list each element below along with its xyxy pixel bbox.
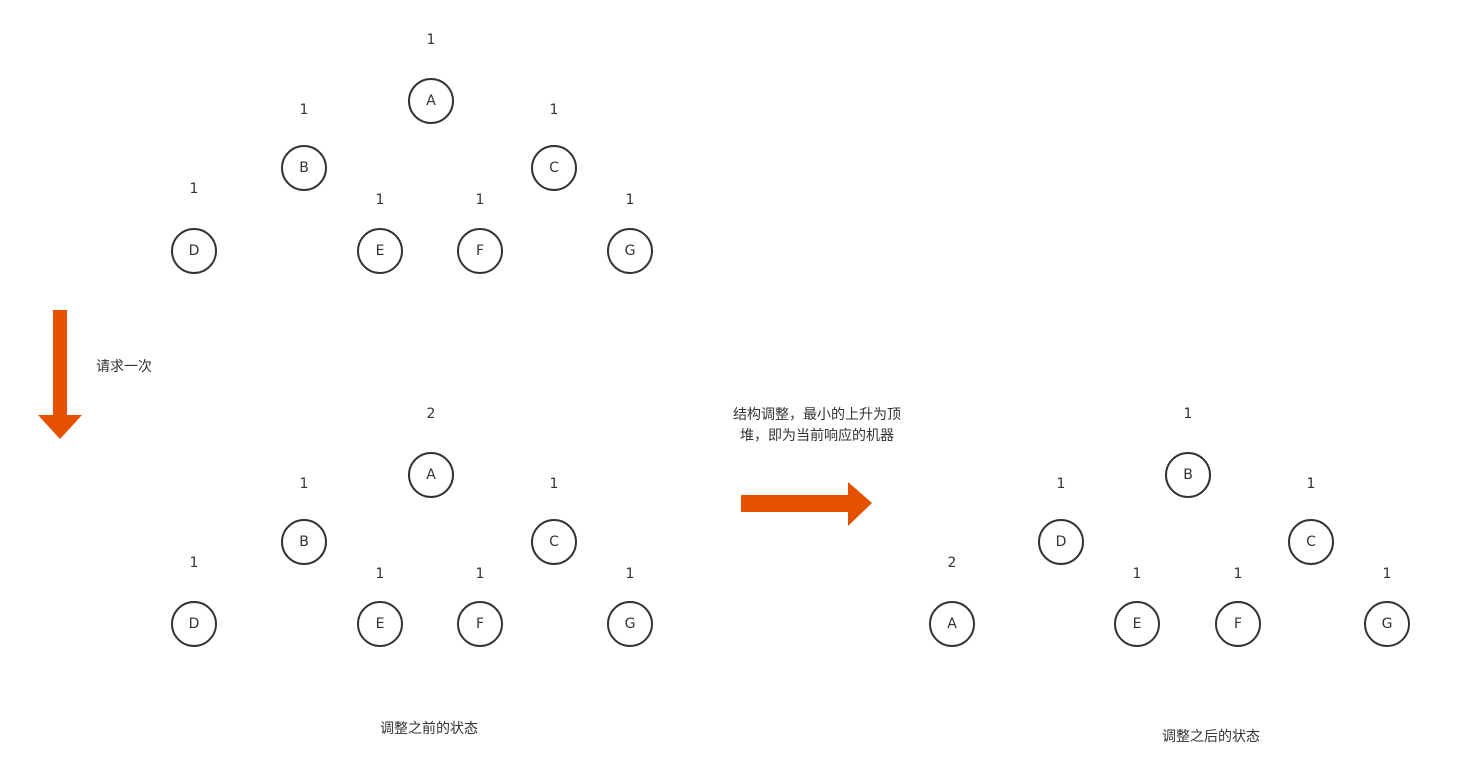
weight-label: 1: [189, 555, 199, 571]
tree-node: F: [457, 228, 503, 274]
weight-label: 1: [475, 566, 485, 582]
tree-node: C: [1288, 519, 1334, 565]
weight-label: 1: [1056, 476, 1066, 492]
tree-node: D: [171, 228, 217, 274]
weight-label: 1: [549, 102, 559, 118]
tree-node: F: [457, 601, 503, 647]
weight-label: 1: [1183, 406, 1193, 422]
weight-label: 1: [475, 192, 485, 208]
right-arrow: [741, 482, 872, 526]
tree-node: A: [929, 601, 975, 647]
weight-label: 1: [549, 476, 559, 492]
tree-node: D: [171, 601, 217, 647]
weight-label: 1: [625, 192, 635, 208]
weight-label: 1: [1382, 566, 1392, 582]
weight-label: 1: [299, 476, 309, 492]
tree-node: B: [281, 145, 327, 191]
weight-label: 1: [1306, 476, 1316, 492]
weight-label: 1: [426, 32, 436, 48]
tree-node: F: [1215, 601, 1261, 647]
weight-label: 1: [299, 102, 309, 118]
weight-label: 1: [189, 181, 199, 197]
weight-label: 2: [426, 406, 436, 422]
weight-label: 1: [1233, 566, 1243, 582]
weight-label: 1: [625, 566, 635, 582]
tree-node: C: [531, 519, 577, 565]
tree-node: E: [1114, 601, 1160, 647]
tree-node: D: [1038, 519, 1084, 565]
weight-label: 1: [1132, 566, 1142, 582]
restructure-note: 结构调整，最小的上升为顶堆，即为当前响应的机器: [733, 407, 901, 444]
tree-node: G: [607, 601, 653, 647]
before-caption: 调整之前的状态: [380, 721, 478, 737]
after-caption: 调整之后的状态: [1162, 729, 1260, 745]
tree-node: C: [531, 145, 577, 191]
tree-node: A: [408, 78, 454, 124]
request-once-label: 请求一次: [96, 359, 152, 375]
tree-node: E: [357, 601, 403, 647]
down-arrow: [38, 310, 82, 439]
weight-label: 1: [375, 192, 385, 208]
tree-node: E: [357, 228, 403, 274]
tree-node: A: [408, 452, 454, 498]
tree-node: B: [281, 519, 327, 565]
weight-label: 2: [947, 555, 957, 571]
weight-label: 1: [375, 566, 385, 582]
tree-node: G: [1364, 601, 1410, 647]
tree-node: G: [607, 228, 653, 274]
tree-node: B: [1165, 452, 1211, 498]
